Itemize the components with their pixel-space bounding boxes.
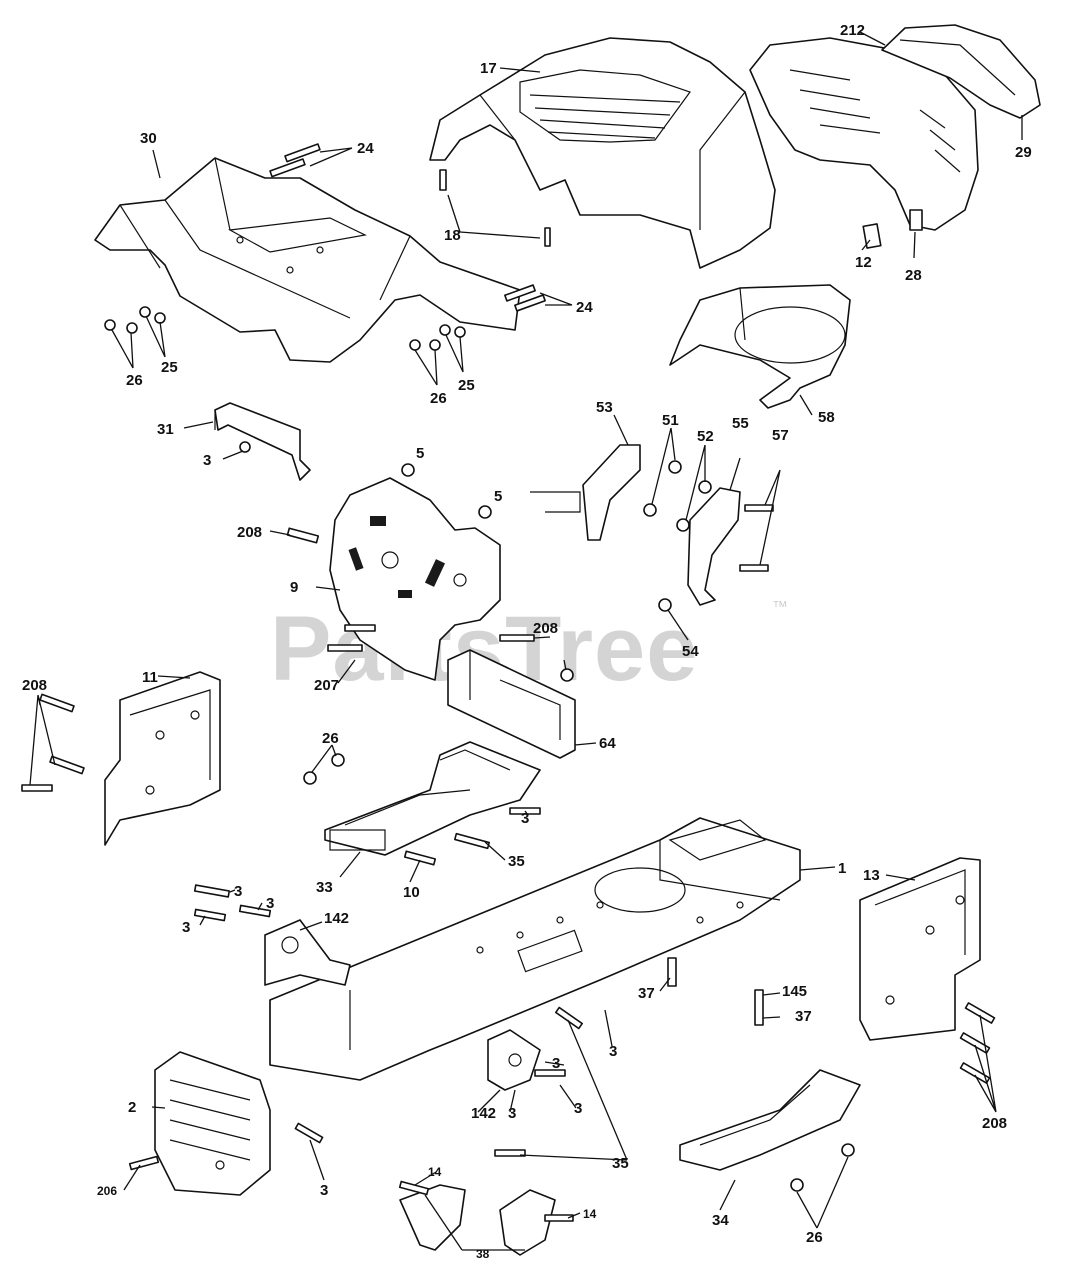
callout-3-a[interactable]: 3 bbox=[203, 452, 211, 469]
callout-3-h[interactable]: 3 bbox=[574, 1100, 582, 1117]
callout-55[interactable]: 55 bbox=[732, 415, 749, 432]
callout-10[interactable]: 10 bbox=[403, 884, 420, 901]
callout-17[interactable]: 17 bbox=[480, 60, 497, 77]
callout-33[interactable]: 33 bbox=[316, 879, 333, 896]
callout-13[interactable]: 13 bbox=[863, 867, 880, 884]
callout-25-left[interactable]: 25 bbox=[161, 359, 178, 376]
callout-208-a[interactable]: 208 bbox=[237, 524, 262, 541]
part-11-bracket[interactable] bbox=[104, 671, 221, 846]
callout-26-left[interactable]: 26 bbox=[126, 372, 143, 389]
callout-1[interactable]: 1 bbox=[838, 860, 846, 877]
callout-142-a[interactable]: 142 bbox=[324, 910, 349, 927]
callout-5-b[interactable]: 5 bbox=[494, 488, 502, 505]
callout-29[interactable]: 29 bbox=[1015, 144, 1032, 161]
callout-208-b[interactable]: 208 bbox=[533, 620, 558, 637]
callout-3-j[interactable]: 3 bbox=[320, 1182, 328, 1199]
part-142-bracket-upper[interactable] bbox=[264, 919, 351, 986]
callout-58[interactable]: 58 bbox=[818, 409, 835, 426]
callout-35-a[interactable]: 35 bbox=[508, 853, 525, 870]
callout-14-a[interactable]: 14 bbox=[428, 1165, 442, 1179]
watermark-trademark: ™ bbox=[772, 599, 788, 616]
part-2-front-plate[interactable] bbox=[154, 1051, 271, 1196]
callout-54[interactable]: 54 bbox=[682, 643, 699, 660]
hardware bbox=[21, 143, 996, 1222]
callout-3-b[interactable]: 3 bbox=[521, 810, 529, 827]
callout-206[interactable]: 206 bbox=[97, 1184, 117, 1198]
callout-145[interactable]: 145 bbox=[782, 983, 807, 1000]
callout-5-a[interactable]: 5 bbox=[416, 445, 424, 462]
callout-37-a[interactable]: 37 bbox=[638, 985, 655, 1002]
part-64-plate[interactable] bbox=[447, 649, 576, 759]
callout-53[interactable]: 53 bbox=[596, 399, 613, 416]
part-34-foot-plate[interactable] bbox=[679, 1069, 861, 1171]
part-13-rear-bracket[interactable] bbox=[859, 857, 981, 1041]
callout-208-d[interactable]: 208 bbox=[982, 1115, 1007, 1132]
callout-208-c[interactable]: 208 bbox=[22, 677, 47, 694]
part-38-hitch[interactable] bbox=[399, 1184, 556, 1256]
callout-34[interactable]: 34 bbox=[712, 1212, 729, 1229]
callout-28[interactable]: 28 bbox=[905, 267, 922, 284]
callout-31[interactable]: 31 bbox=[157, 421, 174, 438]
callout-2[interactable]: 2 bbox=[128, 1099, 136, 1116]
callout-9[interactable]: 9 bbox=[290, 579, 298, 596]
callout-57[interactable]: 57 bbox=[772, 427, 789, 444]
part-29-hood-nose[interactable] bbox=[881, 24, 1041, 119]
callout-212[interactable]: 212 bbox=[840, 22, 865, 39]
callout-51[interactable]: 51 bbox=[662, 412, 679, 429]
part-212-grille[interactable] bbox=[749, 37, 979, 231]
callout-38[interactable]: 38 bbox=[476, 1247, 490, 1261]
part-53-lever-bracket[interactable] bbox=[530, 444, 641, 541]
callout-207[interactable]: 207 bbox=[314, 677, 339, 694]
callout-11[interactable]: 11 bbox=[142, 669, 158, 686]
callout-142-b[interactable]: 142 bbox=[471, 1105, 496, 1122]
callout-26-c[interactable]: 26 bbox=[322, 730, 339, 747]
callout-12[interactable]: 12 bbox=[855, 254, 872, 271]
callout-3-c[interactable]: 3 bbox=[234, 883, 242, 900]
part-58-dash-tray[interactable] bbox=[669, 284, 851, 409]
callout-18[interactable]: 18 bbox=[444, 227, 461, 244]
callout-3-g[interactable]: 3 bbox=[552, 1055, 560, 1072]
callout-14-b[interactable]: 14 bbox=[583, 1207, 597, 1221]
callout-37-b[interactable]: 37 bbox=[795, 1008, 812, 1025]
callout-52[interactable]: 52 bbox=[697, 428, 714, 445]
callouts: 30 24 17 212 29 18 12 28 24 26 25 26 25 … bbox=[22, 22, 1032, 1261]
callout-30[interactable]: 30 bbox=[140, 130, 157, 147]
part-31-bracket[interactable] bbox=[214, 402, 311, 481]
callout-64[interactable]: 64 bbox=[599, 735, 616, 752]
callout-26-d[interactable]: 26 bbox=[806, 1229, 823, 1246]
callout-26-mid[interactable]: 26 bbox=[430, 390, 447, 407]
callout-25-mid[interactable]: 25 bbox=[458, 377, 475, 394]
part-17-hood[interactable] bbox=[429, 37, 776, 269]
callout-24-top[interactable]: 24 bbox=[357, 140, 374, 157]
callout-3-i[interactable]: 3 bbox=[508, 1105, 516, 1122]
callout-3-f[interactable]: 3 bbox=[609, 1043, 617, 1060]
part-142-bracket-lower[interactable] bbox=[487, 1029, 541, 1091]
callout-24-right[interactable]: 24 bbox=[576, 299, 593, 316]
callout-35-b[interactable]: 35 bbox=[612, 1155, 629, 1172]
leader-lines bbox=[29, 31, 1023, 1251]
callout-3-d[interactable]: 3 bbox=[266, 895, 274, 912]
part-33-foot-plate[interactable] bbox=[324, 741, 541, 856]
callout-3-e[interactable]: 3 bbox=[182, 919, 190, 936]
part-55-shift-lever[interactable] bbox=[687, 487, 741, 606]
part-1-frame[interactable] bbox=[269, 817, 801, 1081]
part-30-fender[interactable] bbox=[94, 157, 521, 363]
